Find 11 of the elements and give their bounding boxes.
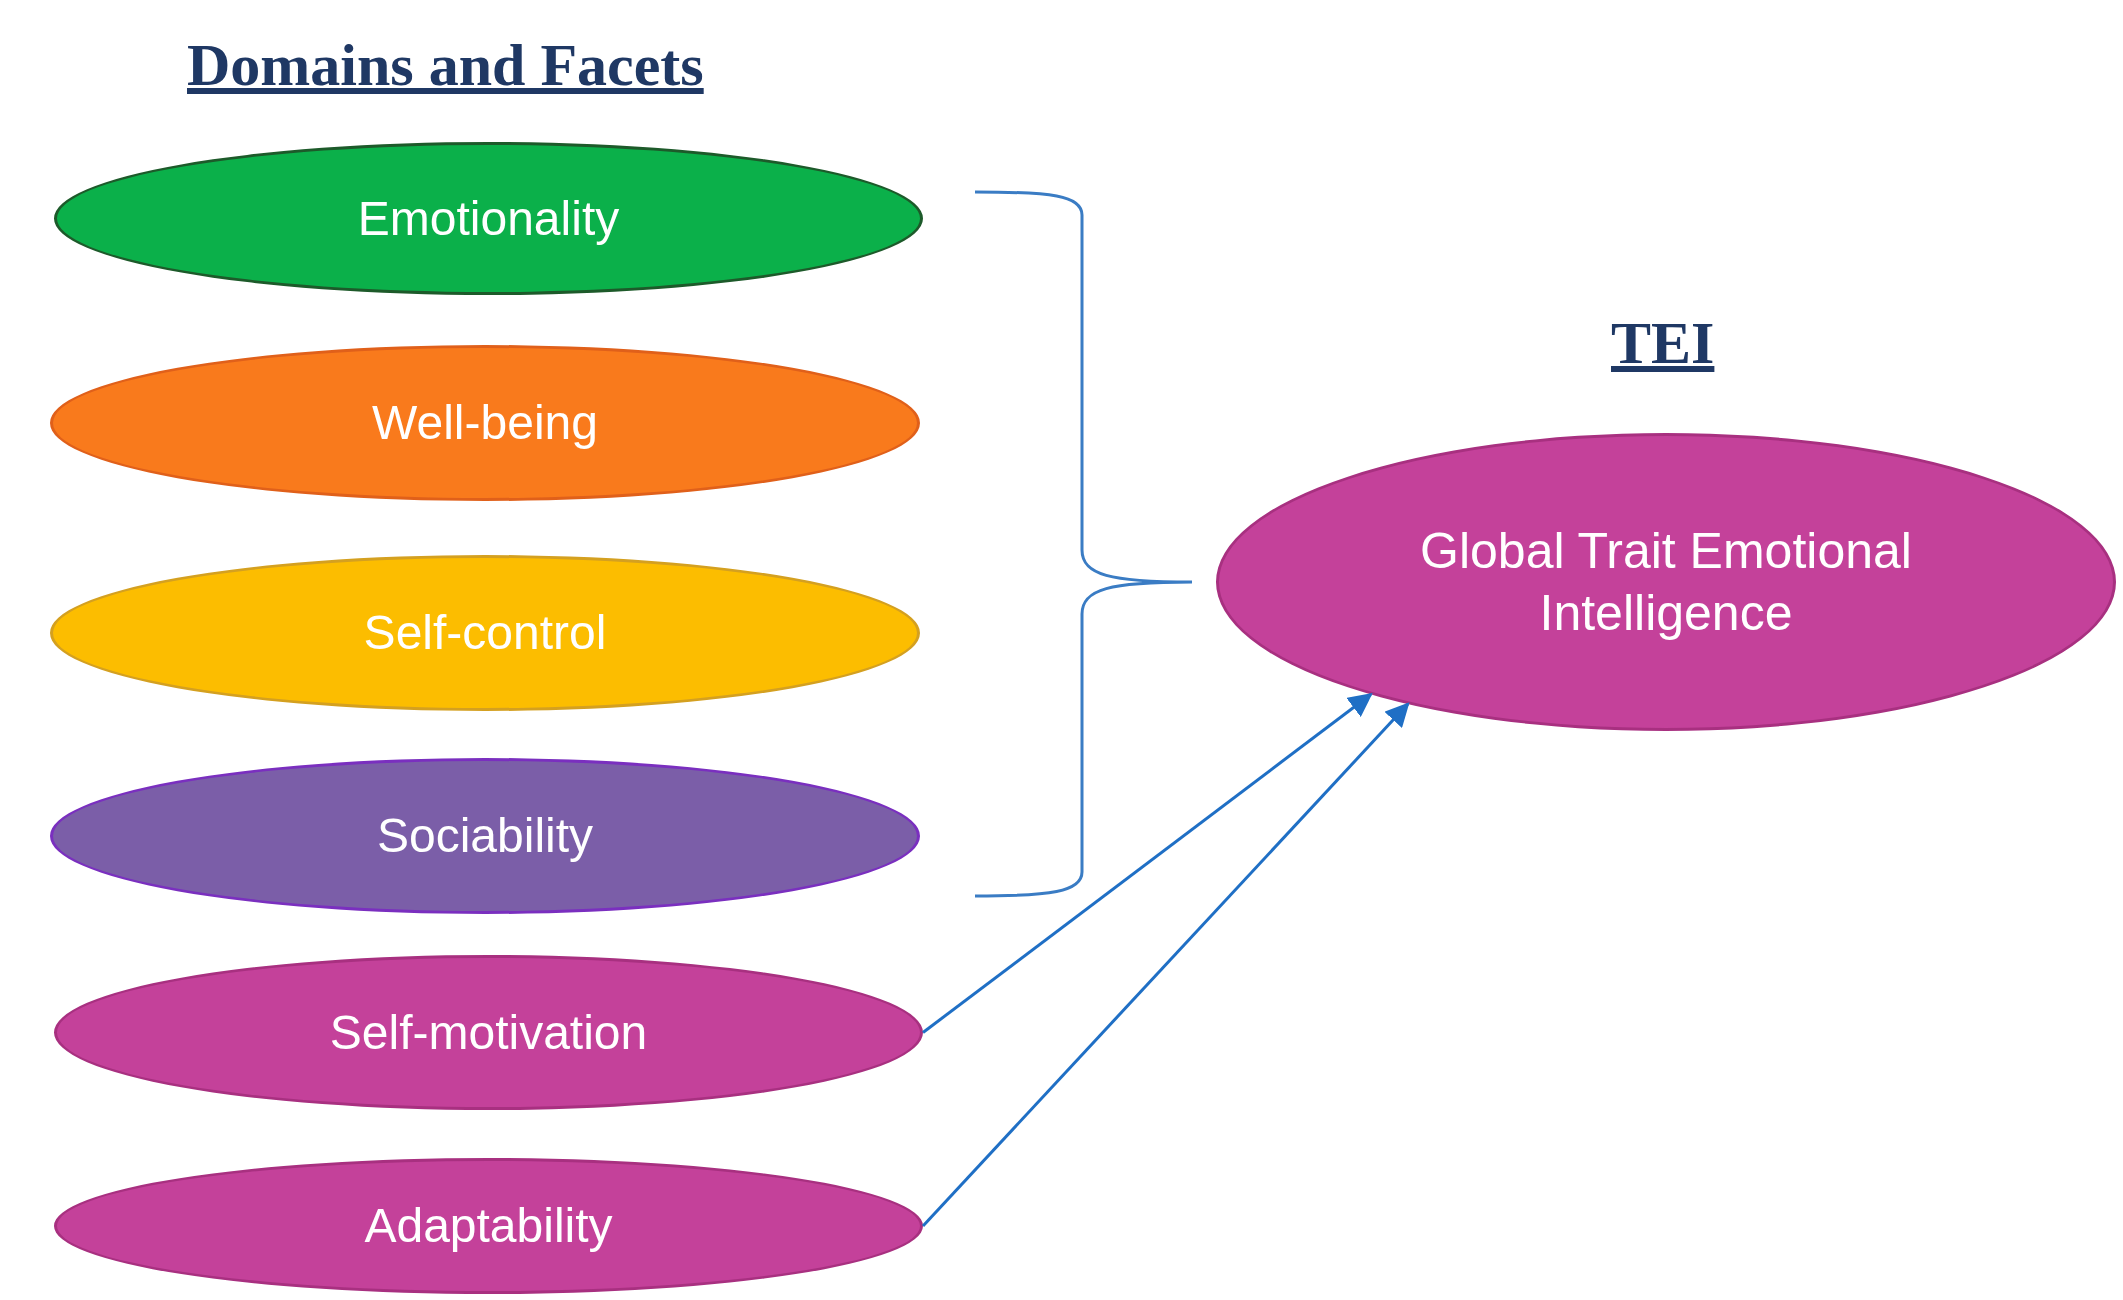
ellipse-label: Well-being: [372, 395, 598, 451]
arrow: [921, 702, 1410, 1228]
ellipse-label: Adaptability: [364, 1198, 613, 1254]
ellipse-label: Self-motivation: [329, 1004, 648, 1061]
ellipse-label: Sociability: [376, 808, 594, 864]
ellipse-label: Global Trait Emotional Intelligence: [1419, 521, 1913, 643]
arrow: [922, 693, 1373, 1034]
heading: Domains and Facets: [187, 31, 704, 100]
ellipse-label: Emotionality: [357, 190, 620, 247]
ellipse-label: Self-control: [363, 605, 607, 661]
heading: TEI: [1611, 309, 1715, 378]
